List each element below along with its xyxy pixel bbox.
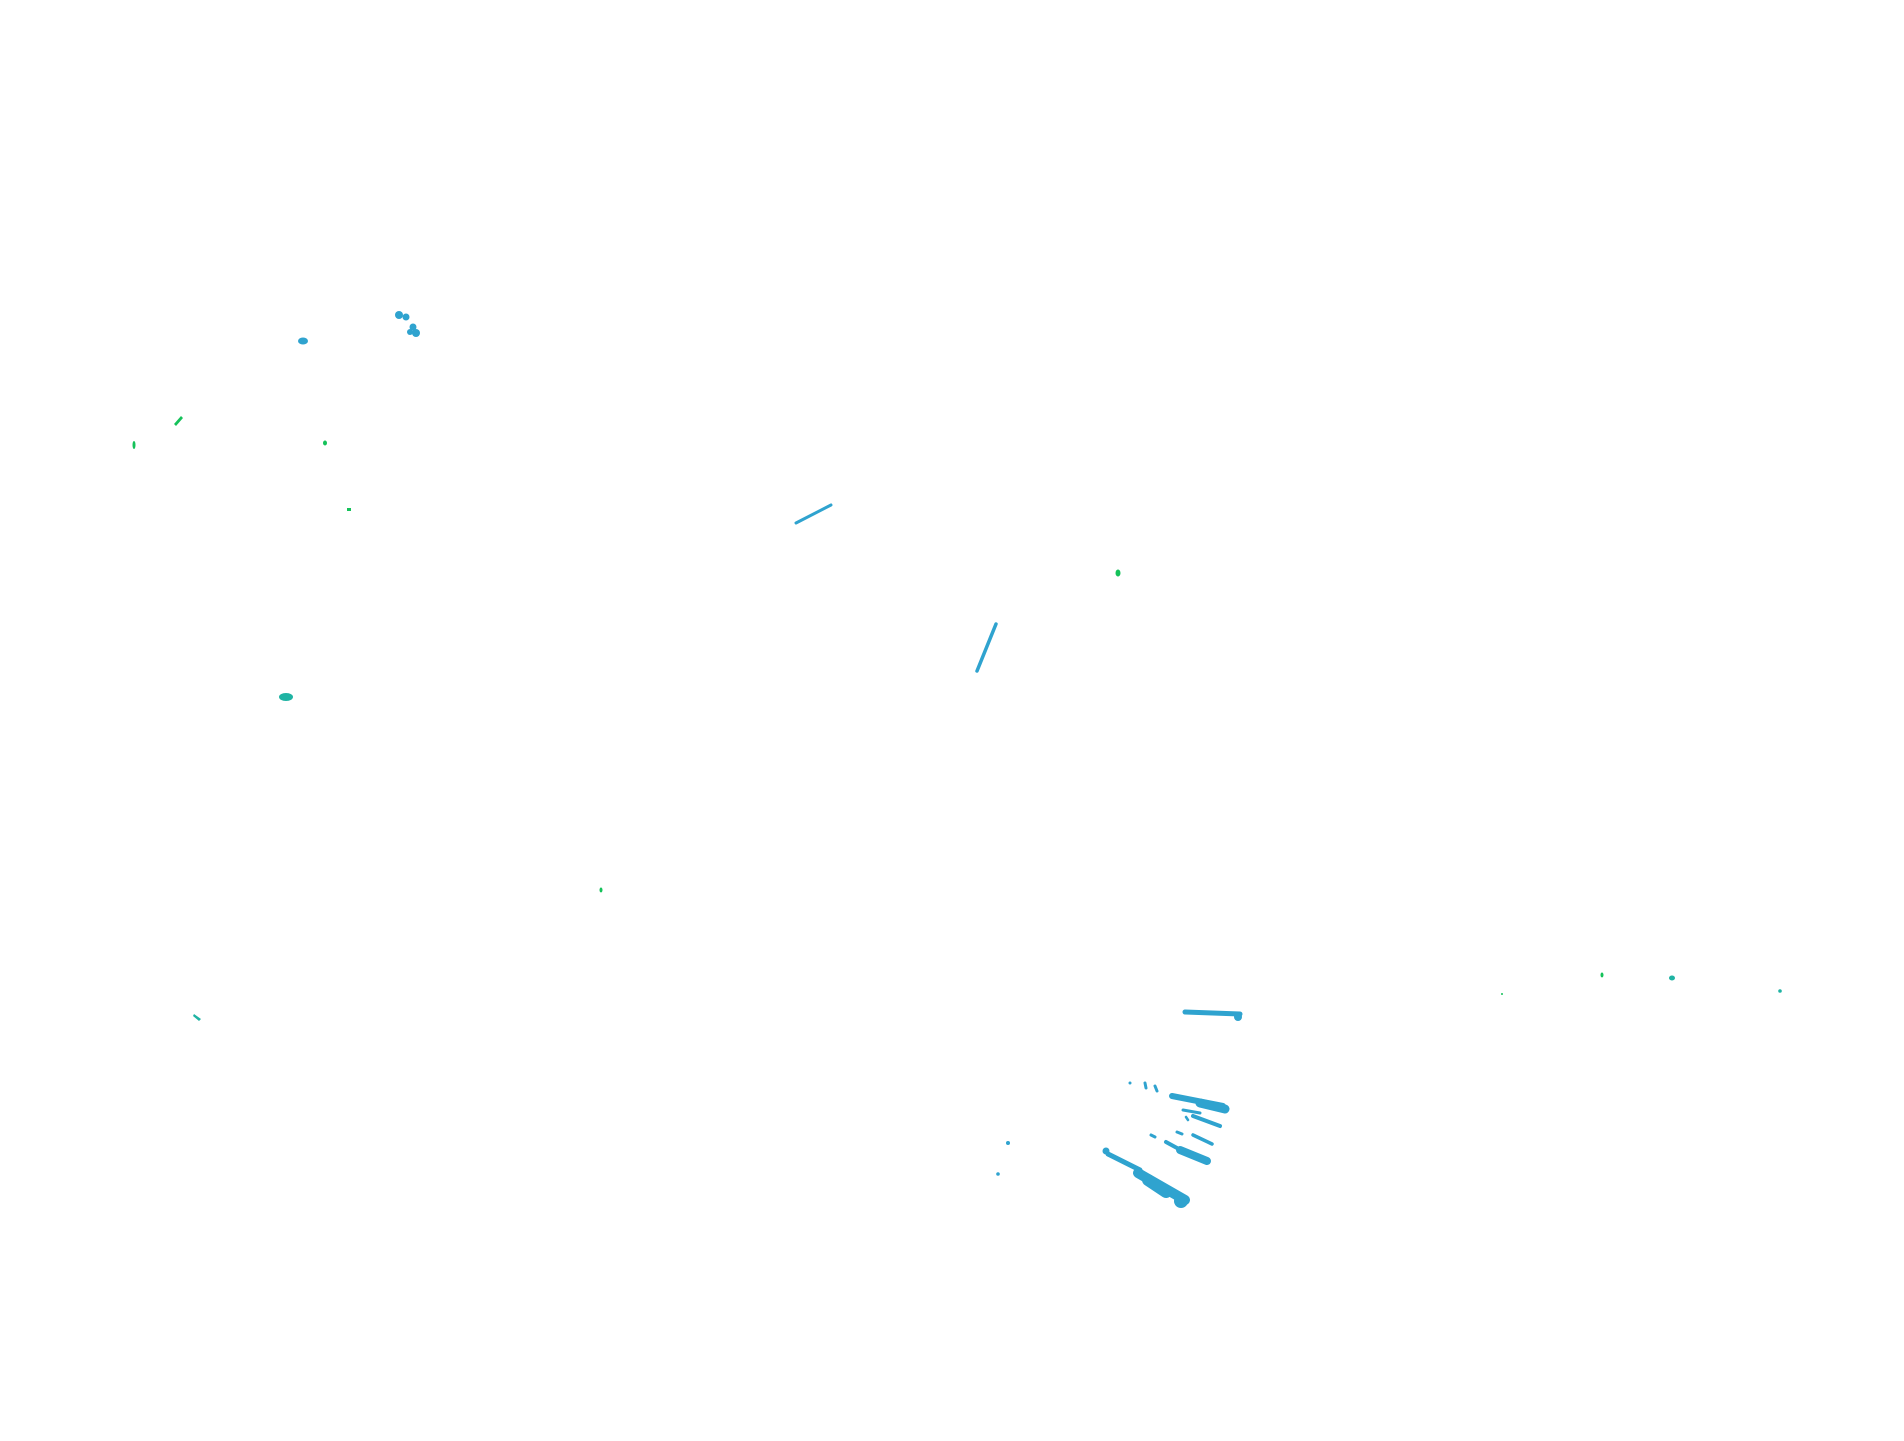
blue-streak bbox=[1142, 1174, 1172, 1198]
blue-strokes-center bbox=[794, 503, 998, 673]
blue-streak bbox=[996, 1172, 1000, 1176]
blue-streak bbox=[1105, 1151, 1143, 1173]
blue-streak bbox=[1143, 1081, 1148, 1090]
blue-streak bbox=[1128, 1081, 1132, 1085]
blue-speck bbox=[298, 337, 308, 345]
green-speck bbox=[1115, 569, 1121, 577]
blue-streak bbox=[1184, 1115, 1190, 1122]
teal-speck bbox=[1669, 975, 1675, 981]
blue-streak bbox=[1153, 1084, 1159, 1093]
blue-speck bbox=[412, 329, 420, 337]
blue-streak bbox=[1182, 1009, 1243, 1017]
blue-speck bbox=[409, 323, 417, 331]
green-speck bbox=[599, 887, 603, 893]
blue-stroke bbox=[794, 503, 833, 525]
blue-streak bbox=[1149, 1133, 1157, 1139]
blue-streak-cluster bbox=[996, 1009, 1243, 1208]
teal-speck bbox=[1778, 989, 1782, 993]
green-specks-right bbox=[1501, 972, 1604, 995]
blue-streak bbox=[1191, 1133, 1214, 1146]
blue-streak bbox=[1175, 1130, 1184, 1136]
green-speck bbox=[1501, 993, 1503, 995]
blue-speck bbox=[402, 313, 410, 321]
green-speck bbox=[1600, 972, 1604, 978]
blue-streak bbox=[1006, 1141, 1010, 1145]
blue-streak bbox=[1234, 1013, 1242, 1021]
green-speck bbox=[132, 441, 136, 449]
teal-specks bbox=[193, 693, 1782, 1021]
blue-streak bbox=[1181, 1108, 1202, 1115]
green-speck bbox=[174, 416, 183, 426]
green-specks-left bbox=[132, 416, 1121, 893]
blue-speck bbox=[407, 329, 413, 335]
blue-streak bbox=[1191, 1114, 1222, 1128]
blue-stroke bbox=[975, 622, 998, 673]
blue-streak bbox=[1195, 1098, 1230, 1114]
teal-speck bbox=[193, 1014, 201, 1021]
green-speck bbox=[323, 440, 327, 446]
green-speck bbox=[347, 508, 351, 511]
teal-speck bbox=[279, 693, 293, 701]
blue-streak bbox=[1174, 1194, 1188, 1208]
blue-cluster-top-left bbox=[298, 311, 420, 345]
blue-streak bbox=[1176, 1146, 1211, 1165]
blue-speck bbox=[395, 311, 403, 319]
